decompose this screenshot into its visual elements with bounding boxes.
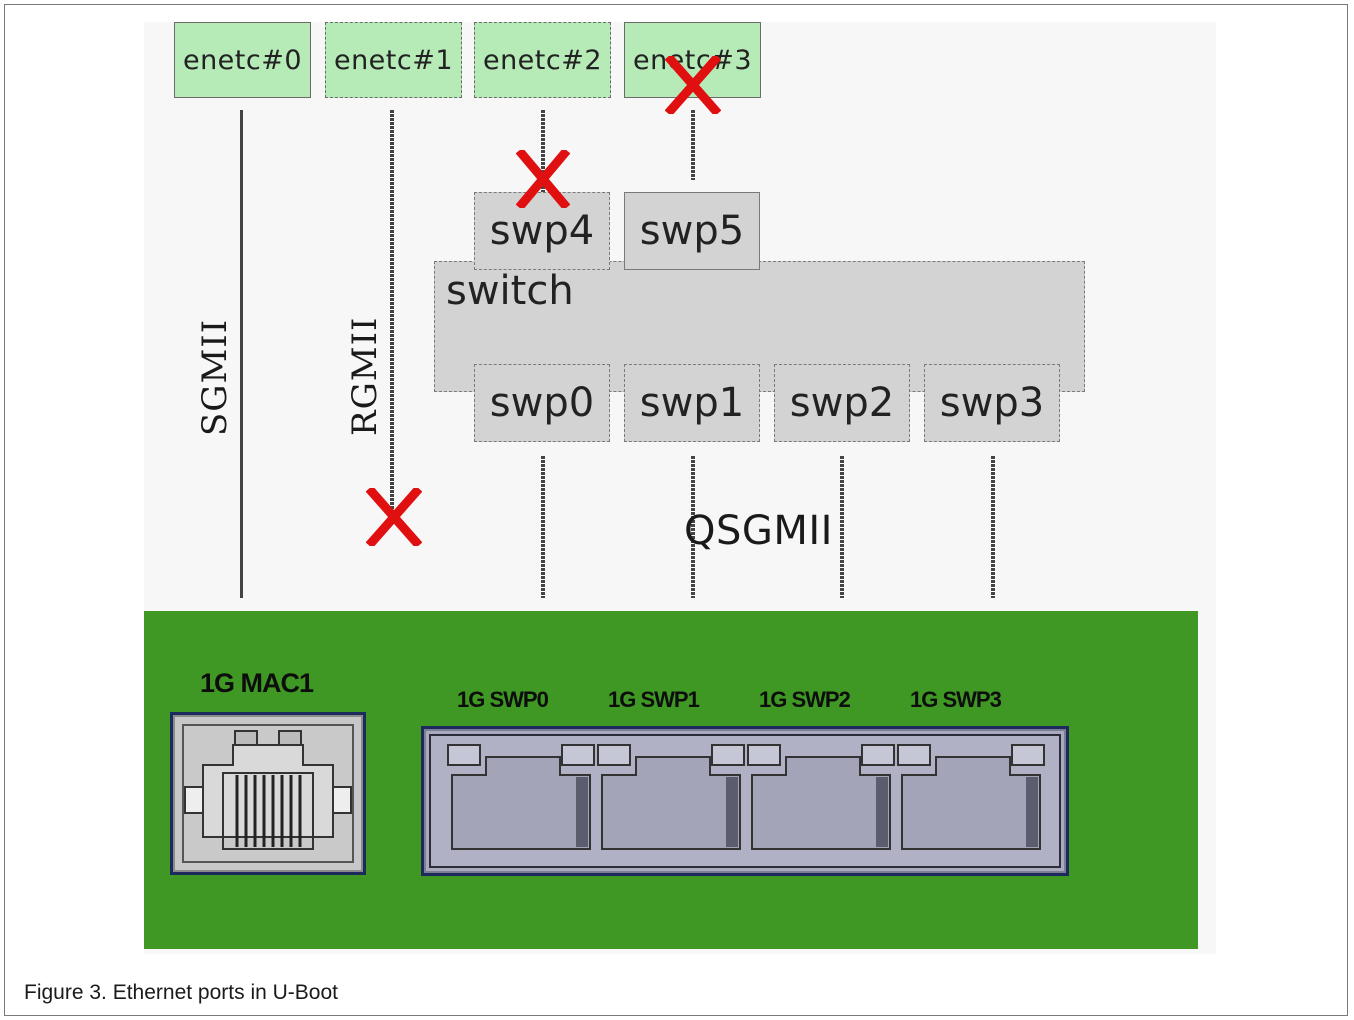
switch-label: switch — [446, 268, 574, 314]
x-mark-icon — [516, 150, 570, 208]
qsgmii-line-swp1 — [691, 456, 695, 598]
swp1-port: swp1 — [624, 364, 760, 442]
rj45-jack-icon — [182, 724, 354, 863]
enetc-3-box: enetc#3 — [624, 22, 761, 98]
swp5-port: swp5 — [624, 192, 760, 270]
enetc-0-box: enetc#0 — [174, 22, 311, 98]
swp2-port: swp2 — [774, 364, 910, 442]
rj45-mac1-connector — [170, 712, 366, 875]
x-mark-icon — [665, 56, 721, 114]
board-swp2-label: 1G SWP2 — [759, 687, 851, 712]
figure-caption: Figure 3. Ethernet ports in U-Boot — [24, 981, 338, 1004]
rj45-quad-connector — [421, 726, 1069, 876]
enetc-1-box: enetc#1 — [325, 22, 462, 98]
enetc3-swp5-link — [691, 110, 695, 180]
qsgmii-label: QSGMII — [684, 508, 833, 554]
swp3-port: swp3 — [924, 364, 1060, 442]
rgmii-link-line — [390, 110, 394, 520]
board-swp0-label: 1G SWP0 — [457, 687, 549, 712]
board-swp1-label: 1G SWP1 — [608, 687, 700, 712]
x-mark-icon — [366, 488, 422, 546]
board-swp3-label: 1G SWP3 — [910, 687, 1002, 712]
rj45-quad-jack-icon — [429, 734, 1061, 868]
mac1-port-label: 1G MAC1 — [200, 668, 314, 698]
qsgmii-line-swp0 — [541, 456, 545, 598]
enetc-2-box: enetc#2 — [474, 22, 611, 98]
qsgmii-line-swp3 — [991, 456, 995, 598]
swp4-port: swp4 — [474, 192, 610, 270]
qsgmii-line-swp2 — [840, 456, 844, 598]
sgmii-label: SGMII — [195, 318, 235, 436]
swp0-port: swp0 — [474, 364, 610, 442]
enetc2-swp4-link — [541, 110, 545, 192]
rgmii-label: RGMII — [345, 316, 385, 436]
sgmii-link-line — [240, 110, 243, 598]
